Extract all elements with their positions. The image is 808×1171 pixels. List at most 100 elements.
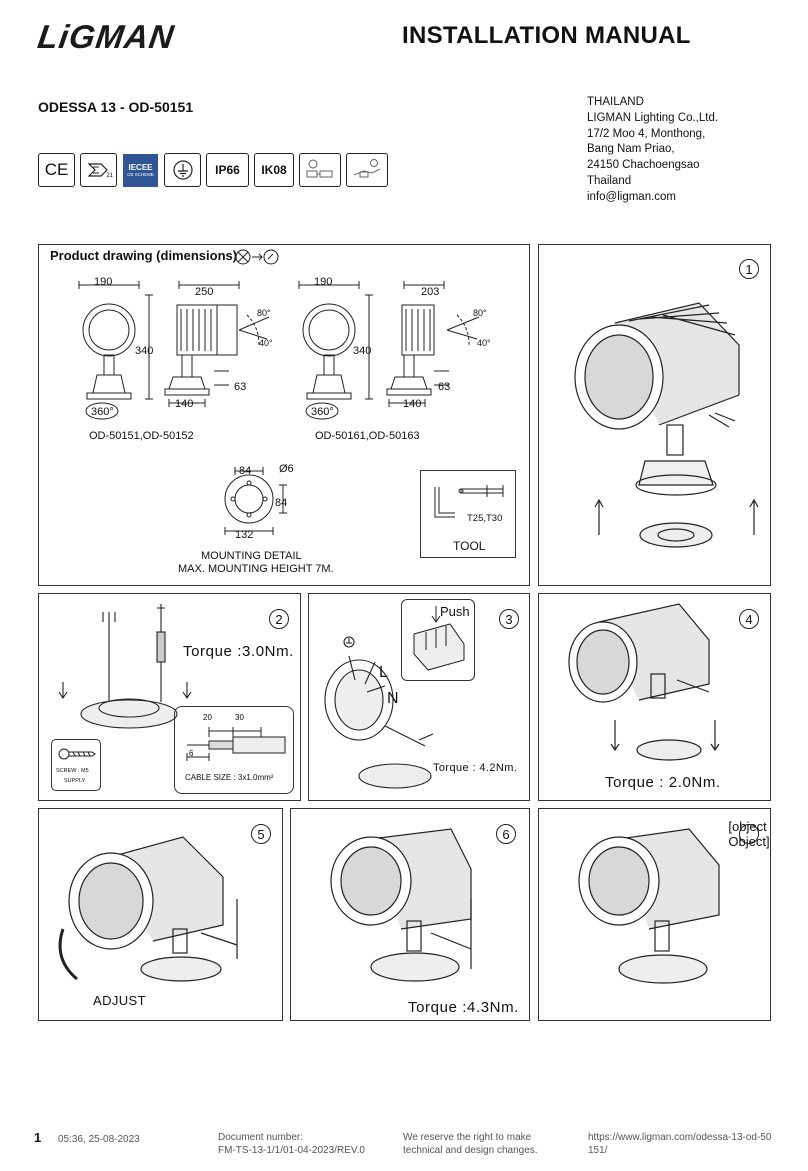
model-name: ODESSA 13 - OD-50151 <box>38 99 194 115</box>
dim-height: 340 <box>353 345 372 357</box>
torque-label: Torque : 2.0Nm. <box>605 774 721 791</box>
step-number: 4 <box>739 609 759 629</box>
ce-mark-icon: CE <box>38 153 75 187</box>
tool-box: T25,T30 TOOL <box>420 470 516 558</box>
certification-badges: CE 21 IECEE CB SCHEME IP66 IK08 <box>38 153 388 187</box>
earth-ground-icon <box>164 153 201 187</box>
document-number-label: Document number: <box>218 1132 304 1143</box>
mount-diameter: 132 <box>235 529 254 541</box>
url-line[interactable]: 151/ <box>588 1145 608 1156</box>
brand-logo: LiGMAN <box>35 18 177 55</box>
screw-icon <box>58 748 96 760</box>
luminaire-illustration <box>574 302 759 548</box>
tilt-down-angle: 40° <box>259 338 273 348</box>
torque-label: Torque : 4.2Nm. <box>433 762 518 774</box>
address-line: Bang Nam Priao, <box>587 143 675 156</box>
dim-width-side: 250 <box>195 286 214 298</box>
mounting-height-caption: MAX. MOUNTING HEIGHT 7M. <box>178 563 334 575</box>
step-5-panel: 5 ADJUST <box>38 808 283 1021</box>
document-number-value: FM-TS-13-1/1/01-04-2023/REV.0 <box>218 1145 365 1156</box>
terminal-push-box: Push <box>401 599 475 681</box>
screw-supply-label: SUPPLY <box>64 778 86 784</box>
tilt-down-angle: 40° <box>477 338 491 348</box>
product-drawing-panel: Product drawing (dimensions) <box>38 244 530 586</box>
mount-dim-a: 84 <box>239 465 252 477</box>
step-2-panel: 2 Torque :3.0Nm. SCREW : M5 SUPPLY <box>38 593 301 801</box>
neutral-label: N <box>387 690 399 707</box>
product-url[interactable]: https://www.ligman.com/odessa-13-od-50 1… <box>588 1131 771 1157</box>
screw-label: SCREW : M5 <box>56 768 89 774</box>
tool-spec: T25,T30 <box>467 513 503 524</box>
tools-not-included-icon <box>235 249 279 265</box>
luminaire-illustration <box>58 836 238 982</box>
iecee-text: IECEE <box>128 163 153 172</box>
dim-width-front: 190 <box>314 276 333 288</box>
page-title: INSTALLATION MANUAL <box>402 22 691 49</box>
rights-line: technical and design changes. <box>403 1145 538 1156</box>
enec-mark-icon: 21 <box>80 153 117 187</box>
company-address: THAILAND LIGMAN Lighting Co.,Ltd. 17/2 M… <box>587 95 718 206</box>
rights-line: We reserve the right to make <box>403 1132 532 1143</box>
cable-strip-illustration <box>186 727 286 761</box>
mounting-caption: MOUNTING DETAIL <box>201 550 302 562</box>
torque-label: Torque :3.0Nm. <box>183 643 294 660</box>
push-label: Push <box>440 604 470 619</box>
base-mounting-illustration <box>58 604 192 729</box>
step-3-panel: 3 Push L N Torque : 4.2Nm. <box>308 593 530 801</box>
tilt-up-angle: 80° <box>257 308 271 318</box>
ik-rating-badge: IK08 <box>254 153 294 187</box>
live-label: L <box>379 664 388 681</box>
step-number: 3 <box>499 609 519 629</box>
cable-prep-box: 20 30 6 CABLE SIZE : 3x1.0mm² <box>174 706 294 794</box>
rotation-label: 360° <box>91 406 114 418</box>
dimension-drawing-right <box>298 281 480 420</box>
ip-rating-badge: IP66 <box>206 153 249 187</box>
dimension-drawing-left <box>78 281 270 420</box>
dim-width-front: 190 <box>94 276 113 288</box>
step-1-panel: 1 <box>538 244 771 586</box>
print-timestamp: 05:36, 25-08-2023 <box>58 1134 140 1145</box>
step-number: 1 <box>739 259 759 279</box>
enec-number: 21 <box>106 173 113 179</box>
rotation-label: 360° <box>311 406 334 418</box>
torque-label: Torque :4.3Nm. <box>408 999 519 1016</box>
step-number: 5 <box>251 824 271 844</box>
luminaire-illustration <box>568 603 720 761</box>
document-number: Document number: FM-TS-13-1/1/01-04-2023… <box>218 1131 365 1157</box>
wiring-symbol-icon <box>299 153 341 187</box>
strip-dim-6: 6 <box>189 749 194 758</box>
iecee-mark-icon: IECEE CB SCHEME <box>122 153 159 187</box>
iecee-subtext: CB SCHEME <box>127 172 154 177</box>
tool-label: TOOL <box>453 539 486 553</box>
cable-size-label: CABLE SIZE : 3x1.0mm² <box>185 773 274 782</box>
dim-base: 63 <box>438 381 451 393</box>
step-4-panel: 4 Torque : 2.0Nm. <box>538 593 771 801</box>
dim-base: 63 <box>234 381 247 393</box>
adjust-label: ADJUST <box>93 993 146 1008</box>
product-drawing-heading: Product drawing (dimensions) <box>50 248 238 263</box>
luminaire-illustration <box>578 828 720 984</box>
step-number: 6 <box>496 824 516 844</box>
dim-foot: 140 <box>175 398 194 410</box>
mounting-detail-drawing <box>224 467 287 535</box>
strip-dim-20: 20 <box>203 713 212 722</box>
url-line[interactable]: https://www.ligman.com/odessa-13-od-50 <box>588 1132 772 1143</box>
step-6-panel: 6 Torque :4.3Nm. <box>290 808 530 1021</box>
tilt-up-angle: 80° <box>473 308 487 318</box>
address-line: 24150 Chachoengsao <box>587 159 700 172</box>
step-7-panel: [object Object] <box>538 808 771 1021</box>
mount-dim-b: 84 <box>275 497 288 509</box>
enec-symbol-icon <box>87 163 108 177</box>
rights-notice: We reserve the right to make technical a… <box>403 1131 538 1157</box>
dim-height: 340 <box>135 345 154 357</box>
dim-width-side: 203 <box>421 286 440 298</box>
address-email: info@ligman.com <box>587 190 677 203</box>
page-number: 1 <box>34 1130 42 1145</box>
wiring-illustration <box>324 636 434 789</box>
luminaire-illustration <box>330 828 472 982</box>
address-line: LIGMAN Lighting Co.,Ltd. <box>587 111 719 124</box>
address-line: 17/2 Moo 4, Monthong, <box>587 127 706 140</box>
dim-foot: 140 <box>403 398 422 410</box>
model-codes-right: OD-50161,OD-50163 <box>315 430 420 442</box>
step-number: 2 <box>269 609 289 629</box>
